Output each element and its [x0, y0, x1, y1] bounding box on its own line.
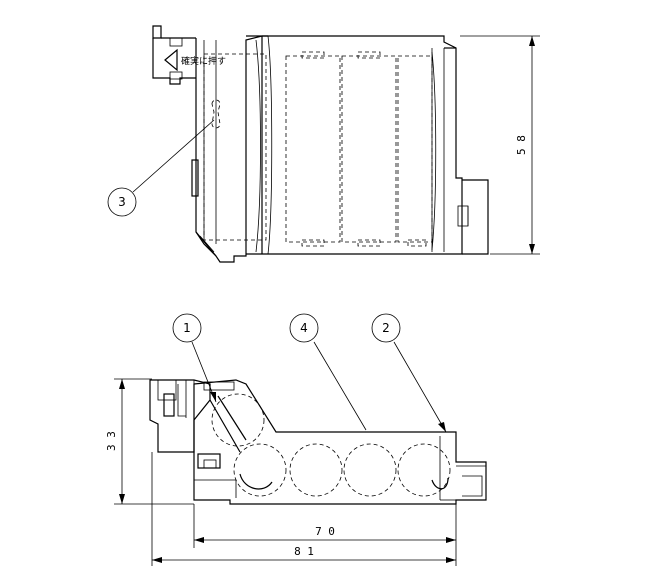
hidden-slot-1 [203, 53, 267, 241]
callout-1-circle [172, 313, 202, 343]
callout-1-label: 1 [183, 321, 191, 335]
dim-58-label: 5 8 [515, 135, 528, 155]
callout-2-leader [393, 341, 447, 433]
dim-70-label: 7 0 [315, 525, 335, 538]
right-connector [462, 179, 489, 255]
cell-3 [343, 443, 397, 497]
latch-body [152, 38, 196, 85]
cell-4 [397, 443, 451, 497]
push-label: 確実に押す [181, 55, 226, 67]
cell-1 [233, 443, 287, 497]
dim-81-label: 8 1 [294, 545, 314, 558]
cell-2 [289, 443, 343, 497]
latch-tab [152, 25, 162, 39]
cell-top-left [211, 393, 265, 447]
battery-slot-1 [285, 55, 341, 243]
top-view: 確実に押す 3 [107, 25, 540, 263]
callout-3-leader [132, 119, 215, 193]
callout-4-circle [289, 313, 319, 343]
callout-3-label: 3 [118, 195, 126, 209]
callout-2-label: 2 [382, 321, 390, 335]
callout-4-label: 4 [300, 321, 308, 335]
body-outline [246, 35, 463, 255]
callout-2-circle [371, 313, 401, 343]
push-arrow-icon [164, 48, 178, 72]
battery-slot-2 [341, 55, 397, 243]
body-left-end [195, 35, 268, 263]
keyhole-feature [211, 99, 221, 129]
callout-3-circle [107, 187, 137, 217]
front-view: 1 4 2 3 3 7 0 8 1 [105, 313, 487, 566]
dim-33-label: 3 3 [105, 431, 118, 451]
battery-slot-3 [397, 55, 433, 243]
front-body [193, 379, 487, 505]
callout-4-leader [313, 341, 367, 431]
